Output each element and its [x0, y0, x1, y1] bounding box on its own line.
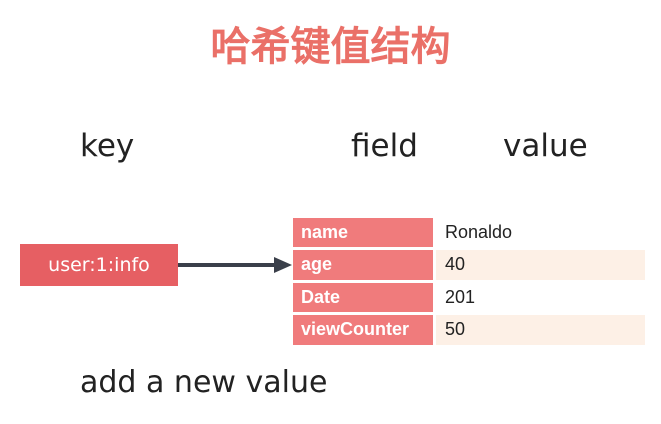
- caption-text: add a new value: [80, 365, 328, 400]
- field-cell: Date: [293, 282, 433, 312]
- value-cell: Ronaldo: [445, 221, 513, 242]
- key-column-label: key: [80, 128, 135, 164]
- hash-row: name Ronaldo: [293, 216, 645, 249]
- field-column-label: field: [351, 128, 418, 164]
- field-cell: name: [293, 217, 433, 247]
- key-to-hash-arrow: [178, 257, 292, 273]
- hash-row: viewCounter 50: [293, 314, 645, 347]
- diagram-title: 哈希键值结构: [210, 24, 451, 70]
- field-cell: age: [293, 250, 433, 280]
- hash-key-box: user:1:info: [20, 244, 178, 286]
- value-cell: 201: [445, 286, 476, 307]
- hash-row: age 40: [293, 249, 645, 282]
- value-cell: 50: [436, 315, 645, 345]
- value-column-label: value: [503, 128, 588, 164]
- hash-row: Date 201: [293, 281, 645, 314]
- hash-field-table: name Ronaldo age 40 Date 201 viewCounter…: [293, 216, 645, 346]
- value-cell: 40: [436, 250, 645, 280]
- field-cell: viewCounter: [293, 315, 433, 345]
